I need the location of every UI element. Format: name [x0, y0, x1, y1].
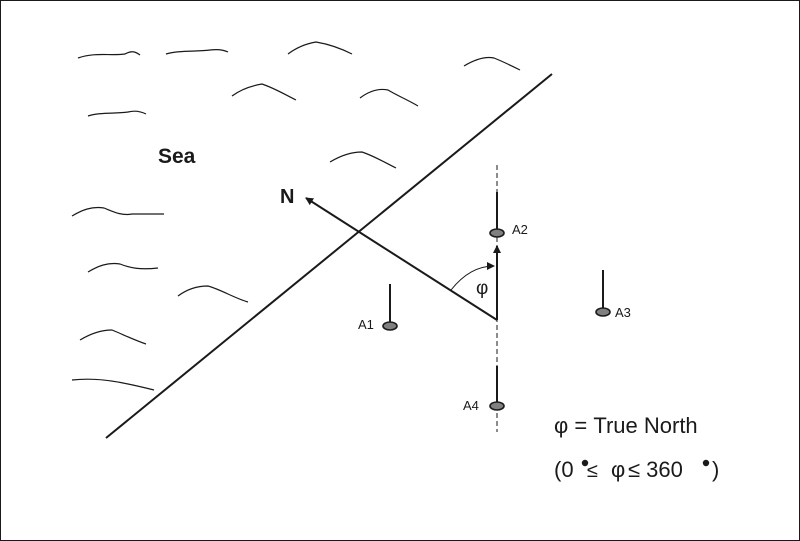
coastline — [105, 73, 553, 439]
antenna-base — [489, 228, 505, 238]
angle-arc — [450, 262, 495, 291]
wave — [71, 378, 155, 391]
degree-mark — [581, 459, 589, 467]
wave — [359, 88, 419, 107]
antenna-a3-label: A3 — [615, 305, 631, 320]
legend-le2: ≤ 360 — [628, 457, 683, 482]
legend-open: (0 — [554, 457, 574, 482]
antenna-a2-label: A2 — [512, 222, 528, 237]
legend-phi: φ — [611, 457, 625, 482]
wave — [77, 51, 141, 59]
wave — [71, 206, 164, 217]
north-arrow — [305, 197, 498, 321]
wave — [165, 49, 229, 55]
sea-label: Sea — [158, 145, 196, 168]
legend-le1: ≤ — [587, 460, 598, 482]
antenna-a1-label: A1 — [358, 317, 374, 332]
antenna-a1 — [382, 284, 398, 331]
legend-line1: φ = True North — [554, 413, 698, 438]
antenna-base — [382, 321, 398, 331]
legend-line2: (0 ≤ φ ≤ 360 ) — [554, 457, 719, 482]
wave — [463, 56, 521, 71]
wave — [231, 83, 297, 101]
wave — [79, 329, 147, 345]
wave — [87, 262, 159, 273]
wave — [329, 151, 397, 169]
angle-phi-label: φ — [476, 278, 488, 299]
antenna-a3 — [595, 270, 611, 317]
north-label: N — [280, 186, 294, 208]
sea-waves — [71, 41, 521, 391]
antenna-base — [595, 307, 611, 317]
antenna-a4 — [489, 366, 505, 411]
legend-close: ) — [712, 457, 719, 482]
degree-mark — [702, 459, 710, 467]
antenna-base — [489, 401, 505, 411]
wave — [177, 285, 249, 303]
wave — [87, 110, 147, 117]
wave — [287, 41, 353, 55]
antenna-a4-label: A4 — [463, 398, 479, 413]
antenna-a2 — [489, 192, 505, 238]
